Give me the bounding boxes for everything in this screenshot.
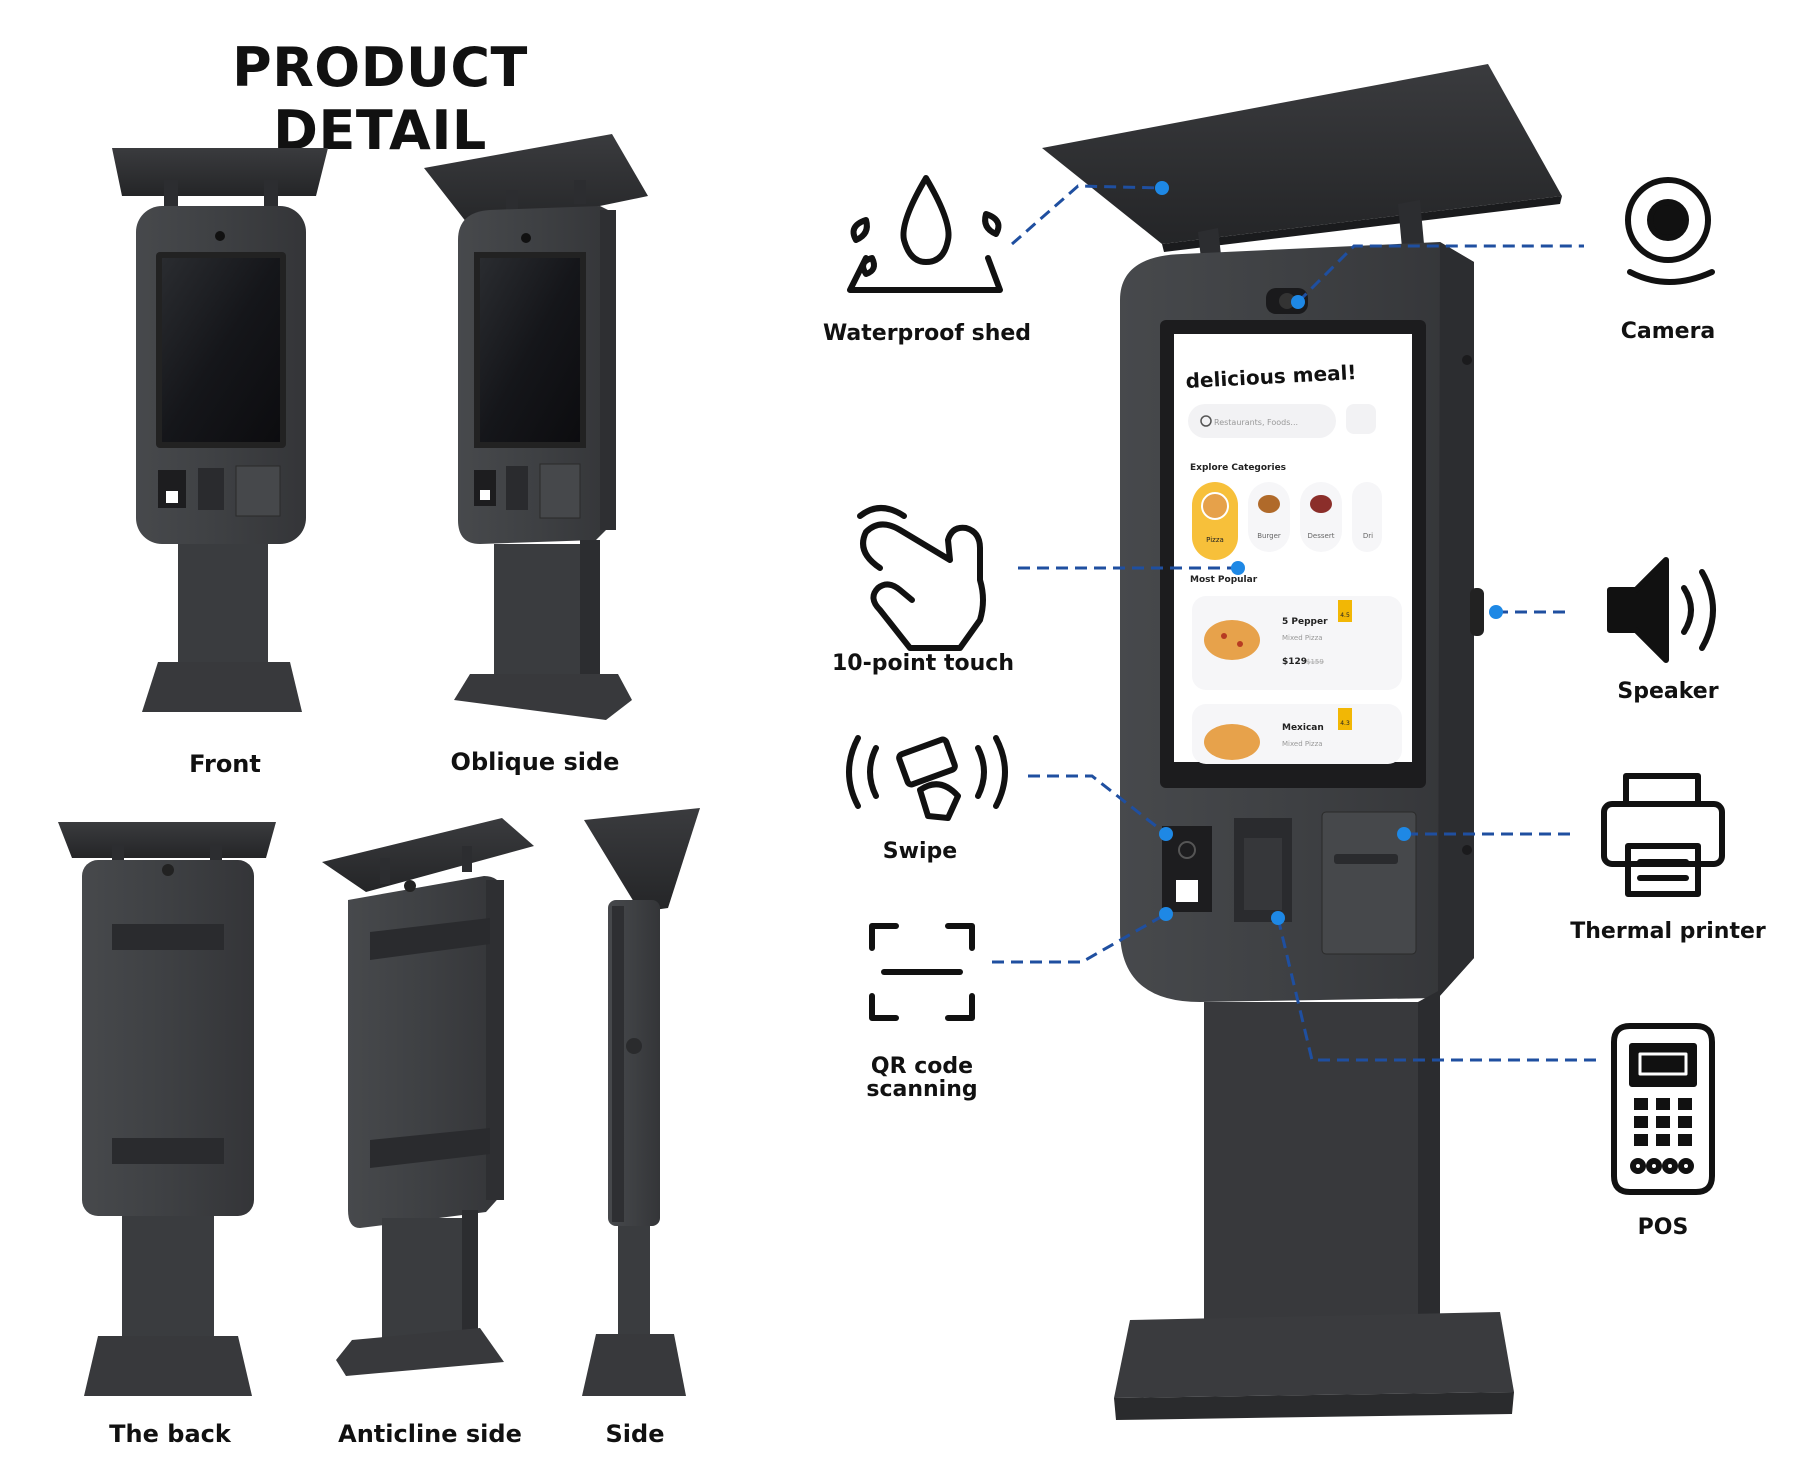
- screen-category: Dri: [1363, 532, 1373, 540]
- kiosk-anticline-view: [322, 818, 534, 1376]
- label-anticline-side: Anticline side: [338, 1420, 522, 1448]
- label-qr-scanning: scanning: [866, 1077, 978, 1102]
- label-10-point-touch: 10-point touch: [832, 651, 1014, 676]
- kiosk-oblique-view: [424, 134, 648, 720]
- leader-dots: [1155, 181, 1503, 925]
- label-side: Side: [605, 1420, 665, 1448]
- screen-item1-price: $129: [1282, 657, 1307, 667]
- camera-icon: [1625, 177, 1715, 285]
- label-swipe: Swipe: [882, 839, 958, 864]
- main-base: [1114, 1312, 1514, 1398]
- label-oblique-side: Oblique side: [450, 748, 620, 776]
- page-title: PRODUCT DETAIL: [232, 36, 528, 162]
- label-speaker: Speaker: [1617, 679, 1719, 704]
- kiosk-main-view: [1042, 64, 1562, 1420]
- screen-item2-name: Mexican: [1282, 723, 1324, 733]
- screen-item2-sub: Mixed Pizza: [1282, 740, 1323, 748]
- swipe-icon: [846, 735, 1008, 821]
- screen-category: Burger: [1257, 532, 1281, 540]
- screen-item2-rating: 4.3: [1340, 720, 1350, 727]
- screen-most-popular: Most Popular: [1190, 575, 1258, 585]
- leader-lines: [992, 184, 1600, 1062]
- label-pos: POS: [1637, 1215, 1689, 1240]
- screen-ui-text: delicious meal! Restaurants, Foods... Ex…: [1185, 360, 1373, 748]
- screen: [162, 258, 280, 442]
- label-the-back: The back: [109, 1420, 231, 1448]
- roof-shed: [112, 148, 328, 196]
- touch-icon: [857, 505, 986, 651]
- screen-category: Pizza: [1206, 536, 1224, 544]
- screen-search-placeholder: Restaurants, Foods...: [1214, 418, 1298, 427]
- screen-item1-sub: Mixed Pizza: [1282, 634, 1323, 642]
- screen-item1-rating: 4.5: [1340, 612, 1350, 619]
- waterproof-icon: [847, 175, 1003, 293]
- label-camera: Camera: [1620, 319, 1716, 344]
- screen-explore-label: Explore Categories: [1190, 463, 1286, 473]
- label-front: Front: [189, 750, 261, 778]
- screen-item1-name: 5 Pepper: [1282, 617, 1328, 627]
- qr-scan-icon: [869, 923, 975, 1021]
- main-printer: [1321, 811, 1417, 955]
- speaker-waves-icon: [1681, 569, 1716, 651]
- label-thermal-printer: Thermal printer: [1570, 919, 1766, 944]
- camera-lens: [215, 231, 225, 241]
- printer-icon: [1601, 773, 1725, 897]
- label-waterproof-shed: Waterproof shed: [822, 321, 1032, 346]
- screen-item1-old-price: $159: [1306, 658, 1324, 666]
- main-roof-shed: [1042, 64, 1562, 244]
- label-qr-code: QR code: [870, 1054, 974, 1079]
- kiosk-front-view: [112, 148, 328, 712]
- main-speaker: [1470, 588, 1484, 636]
- base: [142, 662, 302, 712]
- pedestal: [178, 544, 268, 662]
- pos-terminal-icon: [1611, 1023, 1715, 1195]
- screen-category: Dessert: [1308, 532, 1335, 540]
- speaker-icon: [1607, 557, 1669, 663]
- kiosk-side-view: [582, 808, 700, 1396]
- kiosk-back-view: [58, 822, 276, 1396]
